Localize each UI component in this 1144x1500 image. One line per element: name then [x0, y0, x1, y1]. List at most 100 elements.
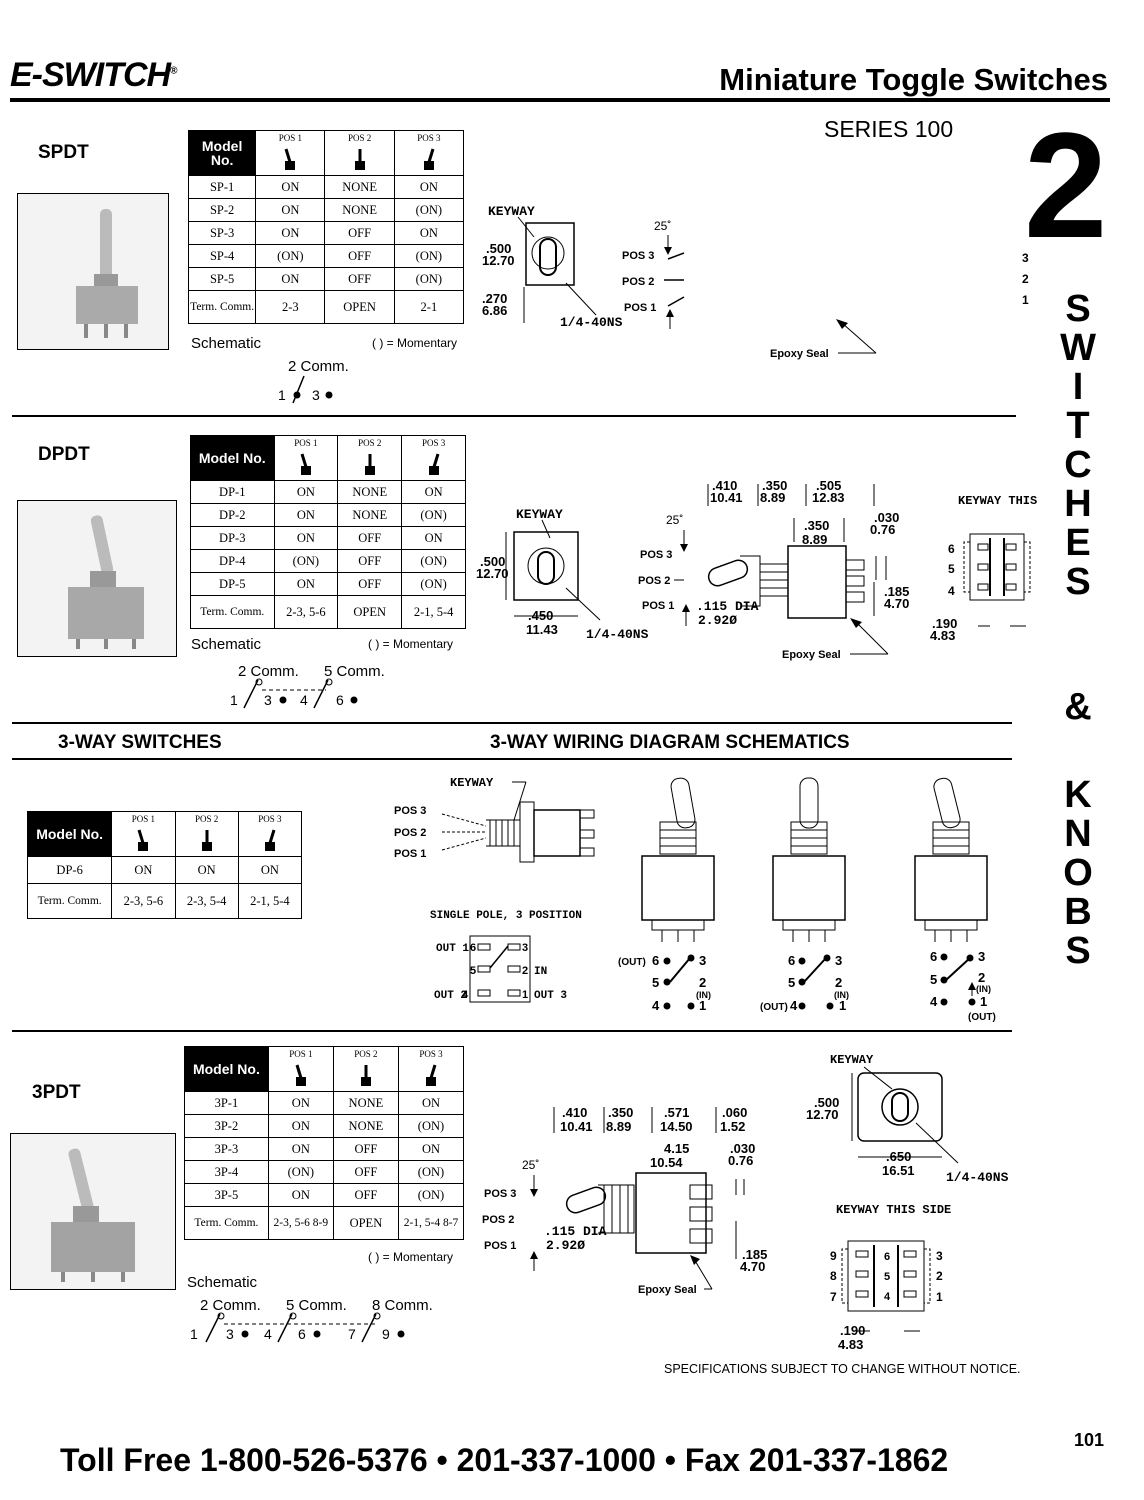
lever-pos3-icon [264, 829, 276, 851]
divider [12, 1030, 1012, 1032]
svg-text:4.83: 4.83 [930, 628, 955, 643]
svg-text:Epoxy Seal: Epoxy Seal [782, 649, 841, 661]
svg-text:1/4-40NS: 1/4-40NS [586, 627, 649, 642]
svg-text:POS 3: POS 3 [622, 250, 654, 262]
svg-text:3: 3 [936, 1249, 943, 1263]
model-no-header: Model No. [26, 811, 113, 857]
lever-pos1-icon [137, 829, 149, 851]
series-label: SERIES 100 [824, 116, 954, 142]
svg-text:2: 2 [522, 965, 528, 977]
svg-text:0.76: 0.76 [728, 1153, 753, 1168]
svg-text:6: 6 [298, 1326, 306, 1342]
svg-text:(IN): (IN) [696, 990, 711, 1000]
svg-text:7: 7 [348, 1326, 356, 1342]
svg-text:9: 9 [382, 1326, 390, 1342]
svg-text:OUT 3: OUT 3 [534, 990, 567, 1002]
svg-text:.060: .060 [722, 1105, 747, 1120]
svg-text:5: 5 [470, 965, 476, 977]
svg-text:3: 3 [226, 1326, 234, 1342]
svg-text:(OUT): (OUT) [618, 957, 646, 968]
svg-text:12.70: 12.70 [482, 253, 515, 268]
spdt-schematic: 2 Comm. 1 3 [278, 358, 349, 404]
svg-text:5: 5 [930, 972, 937, 987]
side-tab-amp: & [1064, 686, 1092, 728]
svg-text:.450: .450 [528, 608, 553, 623]
spec-note: SPECIFICATIONS SUBJECT TO CHANGE WITHOUT… [664, 1362, 1021, 1376]
lever-pos3-icon [426, 1064, 437, 1086]
svg-text:4: 4 [652, 998, 660, 1013]
svg-text:POS 1: POS 1 [624, 302, 656, 314]
spdt-switch-image [76, 209, 138, 338]
svg-text:8.89: 8.89 [802, 532, 827, 547]
svg-text:SINGLE POLE, 3 POSITION: SINGLE POLE, 3 POSITION [430, 910, 582, 922]
svg-text:.030: .030 [730, 1141, 755, 1156]
svg-text:2: 2 [978, 970, 985, 985]
svg-text:6: 6 [652, 953, 659, 968]
dpdt-schematic: 2 Comm. 5 Comm. 1 3 4 6 [230, 663, 385, 709]
spdt-momentary-note: ( ) = Momentary [372, 336, 458, 350]
model-no-header: Model No. [187, 130, 257, 176]
pos3-header: POS 3 [401, 435, 466, 481]
wiring-view-pos1: (OUT) 6 5 4 3 2 (IN) 1 [618, 777, 715, 1013]
pos1-header: POS 1 [268, 1046, 334, 1092]
svg-text:16.51: 16.51 [882, 1163, 915, 1178]
footer-phones: Toll Free 1-800-526-5376 • 201-337-1000 … [60, 1442, 949, 1478]
svg-text:4.83: 4.83 [838, 1337, 863, 1352]
svg-text:.185: .185 [884, 584, 909, 599]
svg-text:6: 6 [336, 692, 344, 708]
lever-pos3-icon [428, 453, 440, 475]
tpdt-schematic: 2 Comm. 5 Comm. 8 Comm. 1 3 4 6 7 9 [190, 1297, 433, 1343]
svg-text:(IN): (IN) [976, 984, 991, 994]
svg-text:8: 8 [830, 1269, 837, 1283]
svg-text:3: 3 [835, 953, 842, 968]
svg-text:.500: .500 [486, 241, 511, 256]
wiring-view-pos2: 6 5 (OUT) 4 3 2 (IN) 1 [760, 777, 849, 1013]
svg-text:POS 2: POS 2 [638, 575, 670, 587]
svg-text:.190: .190 [840, 1323, 865, 1338]
svg-text:11.43: 11.43 [526, 622, 558, 637]
dpdt-switch-image [68, 515, 144, 649]
divider [12, 722, 1012, 724]
svg-text:25˚: 25˚ [654, 219, 671, 233]
lever-pos2-icon [364, 454, 375, 475]
lever-pos2-icon [201, 830, 212, 851]
svg-text:6: 6 [788, 953, 795, 968]
lever-pos1-icon [300, 453, 311, 475]
svg-text:6: 6 [948, 542, 955, 556]
svg-text:OUT 1: OUT 1 [436, 943, 469, 955]
svg-text:25˚: 25˚ [666, 513, 683, 527]
svg-text:4.70: 4.70 [740, 1259, 765, 1274]
pos1-header: POS 1 [274, 435, 339, 481]
svg-text:12.70: 12.70 [806, 1107, 839, 1122]
svg-text:2: 2 [835, 975, 842, 990]
svg-text:5: 5 [788, 975, 795, 990]
svg-text:4: 4 [462, 989, 469, 1001]
section-number: 2 [1024, 101, 1108, 269]
pos3-header: POS 3 [394, 130, 465, 176]
svg-text:.350: .350 [762, 478, 787, 493]
svg-text:1: 1 [699, 998, 706, 1013]
svg-text:KEYWAY: KEYWAY [488, 204, 535, 219]
tpdt-momentary-note: ( ) = Momentary [368, 1250, 454, 1264]
svg-text:KEYWAY: KEYWAY [450, 776, 494, 790]
spdt-photo [17, 193, 169, 350]
svg-text:7: 7 [830, 1290, 837, 1304]
svg-text:3: 3 [312, 387, 320, 403]
svg-text:2 Comm.: 2 Comm. [200, 1297, 261, 1314]
svg-text:KEYWAY THIS SIDE: KEYWAY THIS SIDE [836, 1203, 951, 1217]
svg-text:4: 4 [930, 994, 938, 1009]
svg-text:2.92Ø: 2.92Ø [698, 613, 737, 628]
brand-logo: E-SWITCH® [10, 56, 178, 94]
spdt-label: SPDT [38, 142, 89, 163]
